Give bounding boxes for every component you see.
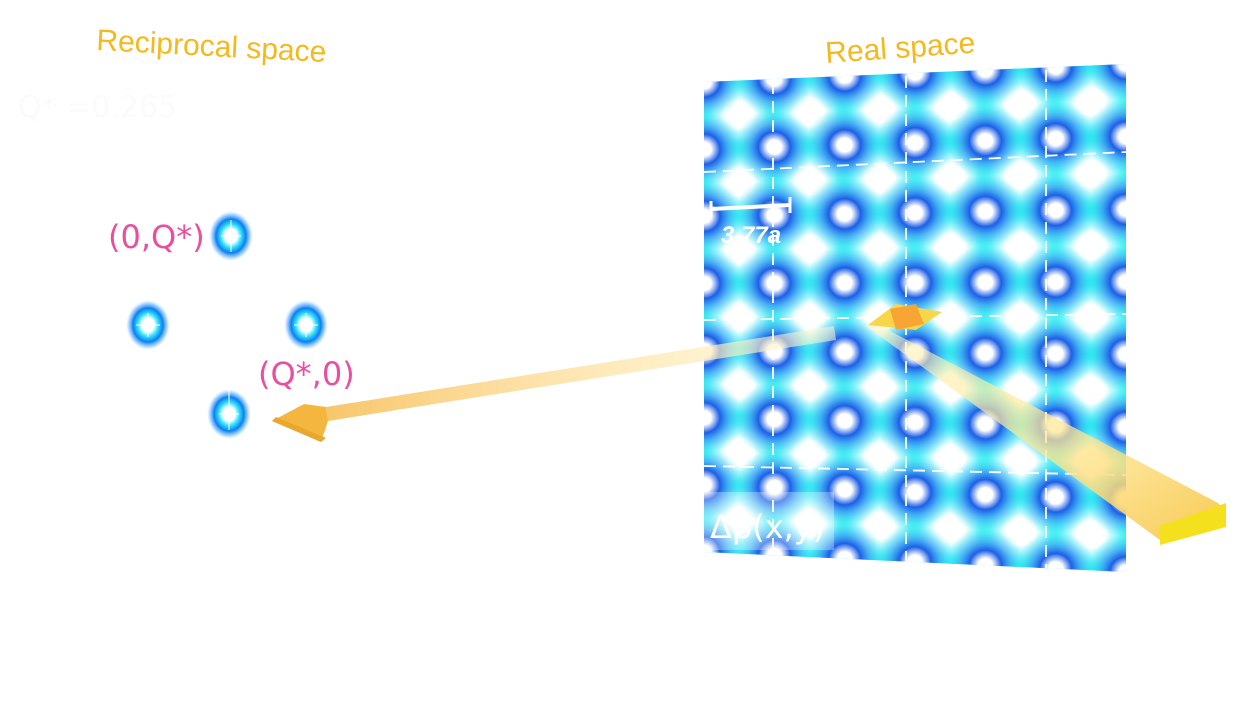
lattice-ring: [1086, 316, 1126, 393]
lattice-ring: [704, 245, 744, 322]
lattice-ring: [804, 451, 885, 528]
lattice-ring: [1015, 315, 1096, 392]
lattice-ring: [734, 517, 815, 572]
incident-beam: [866, 304, 1226, 545]
lattice-ring: [704, 312, 744, 389]
lattice-ring: [1015, 100, 1096, 177]
lattice-ring: [1015, 244, 1096, 320]
label-q-0: (Q*,0): [258, 355, 355, 393]
lattice-ring: [1086, 64, 1126, 102]
reciprocal-peaks: [126, 211, 328, 439]
lattice-ring: [875, 524, 955, 572]
lattice-ring: [1086, 98, 1126, 175]
scale-bar-label: 3.77a: [721, 222, 781, 249]
lattice-ring: [1086, 171, 1126, 248]
lattice-ring: [1086, 243, 1126, 320]
lattice-ring: [804, 106, 885, 183]
real-space-title: Real space: [824, 27, 976, 70]
lattice-ring: [875, 454, 955, 531]
delta-rho-box: [704, 492, 834, 550]
lattice-ring: [804, 244, 885, 321]
delta-rho-label: Δρ(x,y): [710, 508, 825, 546]
lattice-ring: [734, 64, 815, 117]
lattice-ring: [704, 64, 744, 120]
lattice-ring: [875, 384, 955, 461]
lattice-ring: [804, 64, 885, 114]
lattice-grid: [704, 70, 1126, 568]
label-0-q: (0,Q*): [108, 218, 205, 256]
scale-bar: [709, 197, 792, 217]
lattice-ring: [804, 382, 885, 459]
lattice-ring: [1015, 64, 1096, 105]
lattice-ring: [804, 175, 885, 252]
lattice-ring: [734, 313, 815, 390]
lattice-ring: [875, 64, 955, 111]
lattice-ring: [734, 449, 815, 526]
peak-top: [209, 211, 253, 261]
lattice-ring: [704, 379, 744, 456]
lattice-ring: [1015, 530, 1096, 572]
lattice-ring: [945, 102, 1026, 179]
lattice-ring: [704, 178, 744, 255]
lattice-ring: [945, 173, 1026, 250]
lattice-ring: [734, 381, 815, 458]
lattice-ring: [1015, 172, 1096, 249]
peak-left: [126, 300, 170, 350]
faint-q-label: Q* =0.265: [18, 90, 177, 125]
lattice-ring: [734, 177, 815, 254]
lattice-ring: [945, 527, 1026, 572]
lattice-ring: [875, 174, 955, 251]
lattice-ring: [875, 244, 955, 321]
lattice-ring: [704, 111, 744, 188]
lattice-ring: [734, 245, 815, 322]
lattice-ring: [875, 104, 955, 181]
diffracted-arrow: [272, 326, 836, 442]
lattice-ring: [945, 244, 1026, 321]
lattice-ring: [734, 109, 815, 186]
peak-bottom: [207, 380, 251, 439]
reciprocal-space-title: Reciprocal space: [96, 24, 328, 69]
lattice-ring: [945, 456, 1026, 533]
lattice-ring: [1086, 534, 1126, 572]
peak-right: [284, 300, 328, 350]
